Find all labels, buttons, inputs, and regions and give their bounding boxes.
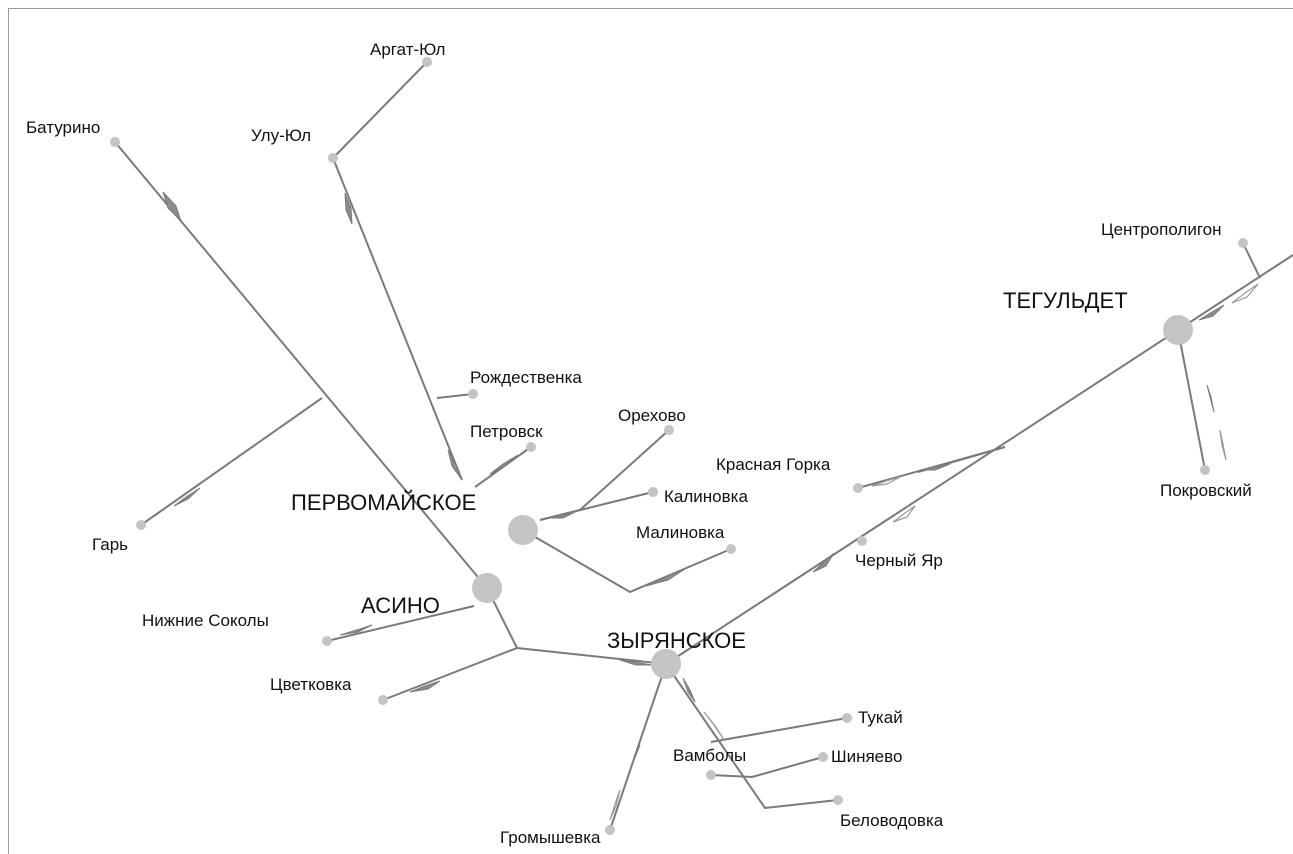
arrow-marker-open: [1219, 429, 1227, 461]
label-tegouldet: ТЕГУЛЬДЕТ: [1003, 288, 1128, 313]
node-petrovsk: [526, 442, 536, 452]
road-nizhnie-sokoly: [326, 605, 475, 642]
node-malinovka: [726, 544, 736, 554]
road-pokrovsky: [1177, 329, 1206, 471]
direction-markers-open: [609, 283, 1259, 821]
road-krasnaya-gorka: [857, 446, 1006, 489]
node-rozhdestvenka: [468, 389, 478, 399]
node-pokrovsky: [1200, 465, 1210, 475]
label-tsentropoligon: Центрополигон: [1101, 220, 1222, 239]
arrow-marker: [812, 552, 835, 573]
settlement-nodes: [110, 57, 1248, 835]
label-gromyshevka: Громышевка: [500, 828, 601, 847]
label-baturino: Батурино: [26, 118, 100, 137]
node-baturino: [110, 137, 120, 147]
arrow-marker-open: [871, 476, 901, 487]
direction-markers: [162, 191, 1225, 776]
node-gromyshevka: [605, 825, 615, 835]
road-beloveodovka: [665, 663, 839, 810]
arrow-marker: [1206, 384, 1215, 413]
label-rozhdestvenka: Рождественка: [470, 368, 582, 387]
road-vamboly-shinyaevo: [710, 756, 824, 779]
label-orekhovo: Орехово: [618, 406, 686, 425]
arrow-marker: [162, 191, 182, 222]
label-tsvetkovka: Цветковка: [270, 675, 352, 694]
node-nizhnie-sokoly: [322, 636, 332, 646]
label-kalinovka: Калиновка: [664, 487, 748, 506]
label-shinyaevo: Шиняево: [831, 747, 902, 766]
arrow-marker: [489, 454, 519, 475]
arrow-marker-open: [609, 789, 621, 821]
diagram-frame: [8, 8, 1293, 854]
label-zyryanskoe: ЗЫРЯНСКОЕ: [607, 628, 746, 653]
road-zyryanskoe-tegouldet: [665, 329, 1179, 665]
label-petrovsk: Петровск: [470, 422, 543, 441]
label-malinovka: Малиновка: [636, 523, 725, 542]
node-orekhovo: [664, 425, 674, 435]
node-tsentropoligon: [1238, 238, 1248, 248]
arrow-marker: [627, 744, 641, 776]
label-vamboly: Вамболы: [673, 746, 746, 765]
node-ulu-yul: [328, 153, 338, 163]
label-tukay: Тукай: [858, 708, 903, 727]
arrow-marker: [409, 680, 441, 693]
road-tsentropoligon: [1242, 242, 1261, 279]
node-gar: [136, 520, 146, 530]
node-cherny-yar: [857, 536, 867, 546]
arrow-marker: [645, 568, 686, 587]
node-argat-yul: [422, 57, 432, 67]
node-tegouldet: [1163, 315, 1193, 345]
settlement-labels: Аргат-Юл Батурино Улу-Юл Центрополигон Т…: [26, 40, 1252, 847]
node-vamboly: [706, 770, 716, 780]
node-pervomayskoe: [508, 515, 538, 545]
arrow-marker: [344, 192, 353, 225]
label-pervomayskoe: ПЕРВОМАЙСКОЕ: [291, 490, 476, 515]
arrow-marker-open: [892, 505, 916, 523]
arrow-marker: [447, 449, 463, 481]
label-pokrovsky: Покровский: [1160, 481, 1252, 500]
road-tukay: [710, 717, 848, 743]
label-belovodovka: Беловодовка: [840, 811, 944, 830]
node-tsvetkovka: [378, 695, 388, 705]
road-malinovka: [522, 529, 732, 594]
road-ulu-pervomayskoe: [332, 157, 463, 481]
label-ulu-yul: Улу-Юл: [251, 126, 311, 145]
node-shinyaevo: [818, 752, 828, 762]
label-asino: АСИНО: [361, 593, 440, 618]
arrow-marker: [547, 511, 576, 519]
node-tukay: [842, 713, 852, 723]
road-orekhovo: [539, 429, 670, 521]
road-tsvetkovka: [382, 647, 518, 701]
arrow-marker: [173, 487, 201, 507]
label-gar: Гарь: [92, 535, 128, 554]
road-gromyshevka: [609, 663, 667, 831]
label-krasnaya-gorka: Красная Горка: [716, 455, 831, 474]
label-argat-yul: Аргат-Юл: [370, 40, 445, 59]
arrow-marker: [682, 677, 696, 703]
road-lines: [114, 61, 1293, 831]
road-junction-zyryanskoe: [516, 647, 667, 665]
node-asino: [472, 573, 502, 603]
node-zyryanskoe: [651, 649, 681, 679]
node-krasnaya-gorka: [853, 483, 863, 493]
label-cherny-yar: Черный Яр: [855, 551, 943, 570]
road-argat-ulu: [332, 61, 428, 159]
node-belovodovka: [833, 795, 843, 805]
label-nizhnie-sokoly: Нижние Соколы: [142, 611, 269, 630]
arrow-marker: [1198, 304, 1225, 321]
arrow-marker: [339, 624, 373, 636]
arrow-marker-open: [1231, 283, 1259, 304]
node-kalinovka: [648, 487, 658, 497]
road-tegouldet-ne: [1177, 254, 1293, 331]
arrow-marker-open: [703, 711, 725, 741]
road-gar: [140, 397, 323, 526]
arrow-marker: [919, 463, 951, 471]
road-rozhdestvenka-branch: [436, 393, 474, 399]
